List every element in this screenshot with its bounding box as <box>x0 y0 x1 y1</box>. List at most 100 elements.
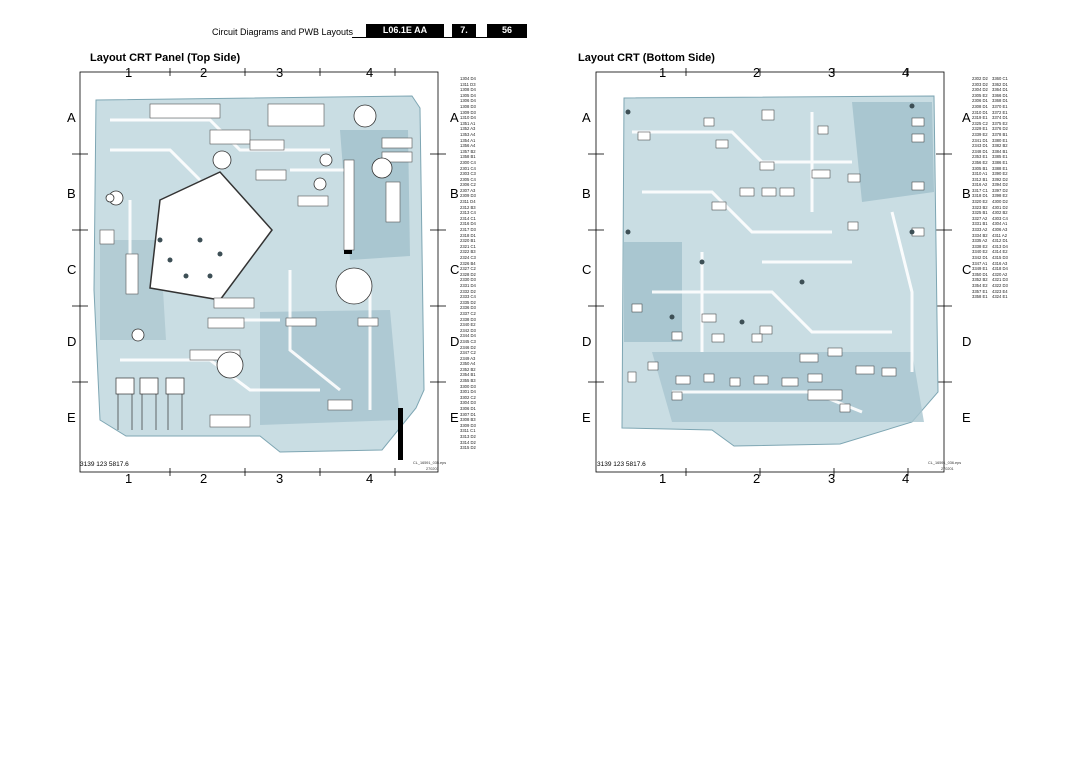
component-location-entry: 3392 D2 <box>992 176 1008 182</box>
top-col-2: 2 <box>200 65 208 80</box>
component-location-entry: 3350 D1 <box>972 271 988 277</box>
top-side-frame <box>72 68 446 476</box>
component-location-entry: 2303 C3 <box>460 171 476 177</box>
component-location-entry: 3358 E1 <box>972 294 988 300</box>
crt-panel-bottom-pcb <box>621 95 939 447</box>
bottom-col-1-bottom: 1 <box>659 471 667 486</box>
component-location-entry: 4314 E2 <box>992 249 1008 255</box>
component-location-entry: 4306 A3 <box>992 227 1008 233</box>
component-location-entry: 2321 C1 <box>460 243 476 249</box>
bottom-row-e-right: E <box>962 410 971 425</box>
component-location-entry: 2333 C4 <box>460 294 476 300</box>
component-location-entry: 4301 D2 <box>992 204 1008 210</box>
component-location-entry: 3372 E1 <box>992 109 1008 115</box>
component-location-entry: 3354 E2 <box>972 282 988 288</box>
component-location-entry: 4323 E4 <box>992 288 1008 294</box>
bottom-col-3-bottom: 3 <box>828 471 836 486</box>
component-location-entry: 3306 D1 <box>460 406 476 412</box>
chapter-badge: 7. <box>452 24 476 37</box>
component-location-entry: 2303 D2 <box>972 81 988 87</box>
component-location-entry: 4321 D3 <box>992 277 1008 283</box>
component-location-entry: 2318 D1 <box>460 232 476 238</box>
bottom-row-d: D <box>582 334 592 349</box>
component-location-entry: 3397 D2 <box>992 187 1008 193</box>
component-location-entry: 1352 A3 <box>460 126 476 132</box>
top-file-ref: CL_16591_035.eps <box>413 461 447 465</box>
component-location-entry: 3310 A1 <box>972 171 988 177</box>
component-location-entry: 2343 D1 <box>972 143 988 149</box>
header-title: Circuit Diagrams and PWB Layouts <box>212 27 354 37</box>
component-location-entry: 1311 D3 <box>460 81 476 87</box>
component-location-entry: 3315 D2 <box>460 445 476 451</box>
component-location-entry: 2322 B3 <box>460 249 476 255</box>
component-location-entry: 3323 B2 <box>972 204 988 210</box>
component-location-entry: 3320 E2 <box>972 199 988 205</box>
component-location-entry: 3390 E2 <box>992 171 1008 177</box>
component-location-entry: 3340 E2 <box>972 249 988 255</box>
top-col-1: 1 <box>125 65 133 80</box>
component-location-entry: 1306 D4 <box>460 98 476 104</box>
component-location-entry: 3327 A2 <box>972 215 988 221</box>
top-row-e-right: E <box>450 410 459 425</box>
top-row-b-right: B <box>450 186 459 201</box>
chassis-badge: L06.1E AA <box>366 24 444 37</box>
component-location-entry: 3349 E1 <box>972 266 988 272</box>
component-location-entry: 2355 B3 <box>460 378 476 384</box>
bottom-col-1: 1 <box>659 65 667 80</box>
top-row-a: A <box>67 110 76 125</box>
top-row-c: C <box>67 262 77 277</box>
bottom-col-2-bottom: 2 <box>753 471 761 486</box>
component-location-entry: 2339 E2 <box>972 131 988 137</box>
component-location-entry: 3364 D1 <box>992 87 1008 93</box>
top-row-a-right: A <box>450 110 459 125</box>
bottom-file-ref: CL_16591_036.eps <box>928 461 962 465</box>
component-location-entry: 2349 A3 <box>460 355 476 361</box>
component-location-entry: 1308 D4 <box>460 87 476 93</box>
bottom-row-a: A <box>582 110 591 125</box>
component-location-entry: 3308 B3 <box>460 417 476 423</box>
component-location-entry: 2337 C2 <box>460 310 476 316</box>
component-location-entry: 1356 A4 <box>460 143 476 149</box>
component-location-entry: 2330 D3 <box>460 277 476 283</box>
top-board-code: 3139 123 5817.6 <box>80 461 129 468</box>
component-location-entry: 2305 C4 <box>460 176 476 182</box>
bottom-row-e: E <box>582 410 591 425</box>
component-location-entry: 3374 D1 <box>992 115 1008 121</box>
component-location-entry: 2320 B1 <box>460 238 476 244</box>
component-location-entry: 2354 B1 <box>460 372 476 378</box>
component-location-entry: 3305 B1 <box>972 165 988 171</box>
bottom-row-c-right: C <box>962 262 972 277</box>
component-location-entry: 3335 A2 <box>972 238 988 244</box>
component-location-entry: 4300 D2 <box>992 199 1008 205</box>
component-location-entry: 2306 D1 <box>972 98 988 104</box>
component-location-entry: 2311 D4 <box>460 199 476 205</box>
bottom-row-b-right: B <box>962 186 971 201</box>
component-location-entry: 2301 C4 <box>460 165 476 171</box>
component-location-entry: 3385 E1 <box>992 154 1008 160</box>
component-location-entry: 2335 D2 <box>460 299 476 305</box>
top-col-4: 4 <box>366 65 374 80</box>
top-col-3-bottom: 3 <box>276 471 284 486</box>
component-location-entry: 2338 D3 <box>460 316 476 322</box>
component-location-entry: 1358 B1 <box>460 154 476 160</box>
top-col-1-bottom: 1 <box>125 471 133 486</box>
component-location-entry: 2328 D2 <box>460 271 476 277</box>
component-location-entry: 2345 C3 <box>460 338 476 344</box>
bottom-board-code: 3139 123 5817.6 <box>597 461 646 468</box>
component-location-entry: 3394 D2 <box>992 182 1008 188</box>
component-location-entry: 2331 D4 <box>460 282 476 288</box>
bottom-col-3: 3 <box>828 65 836 80</box>
component-location-entry: 4303 C4 <box>992 215 1008 221</box>
component-location-entry: 3314 D2 <box>460 439 476 445</box>
component-location-entry: 4320 A2 <box>992 271 1008 277</box>
component-location-entry: 3375 E2 <box>992 120 1008 126</box>
component-location-entry: 3338 E2 <box>972 243 988 249</box>
component-location-entry: 1310 D4 <box>460 115 476 121</box>
component-location-entry: 2341 D1 <box>972 137 988 143</box>
component-location-entry: 3331 B1 <box>972 221 988 227</box>
top-row-d-right: D <box>450 334 460 349</box>
component-location-entry: 4302 B2 <box>992 210 1008 216</box>
component-location-entry: 3318 D1 <box>972 193 988 199</box>
component-location-entry: 2348 D1 <box>972 148 988 154</box>
component-location-entry: 2314 C1 <box>460 215 476 221</box>
